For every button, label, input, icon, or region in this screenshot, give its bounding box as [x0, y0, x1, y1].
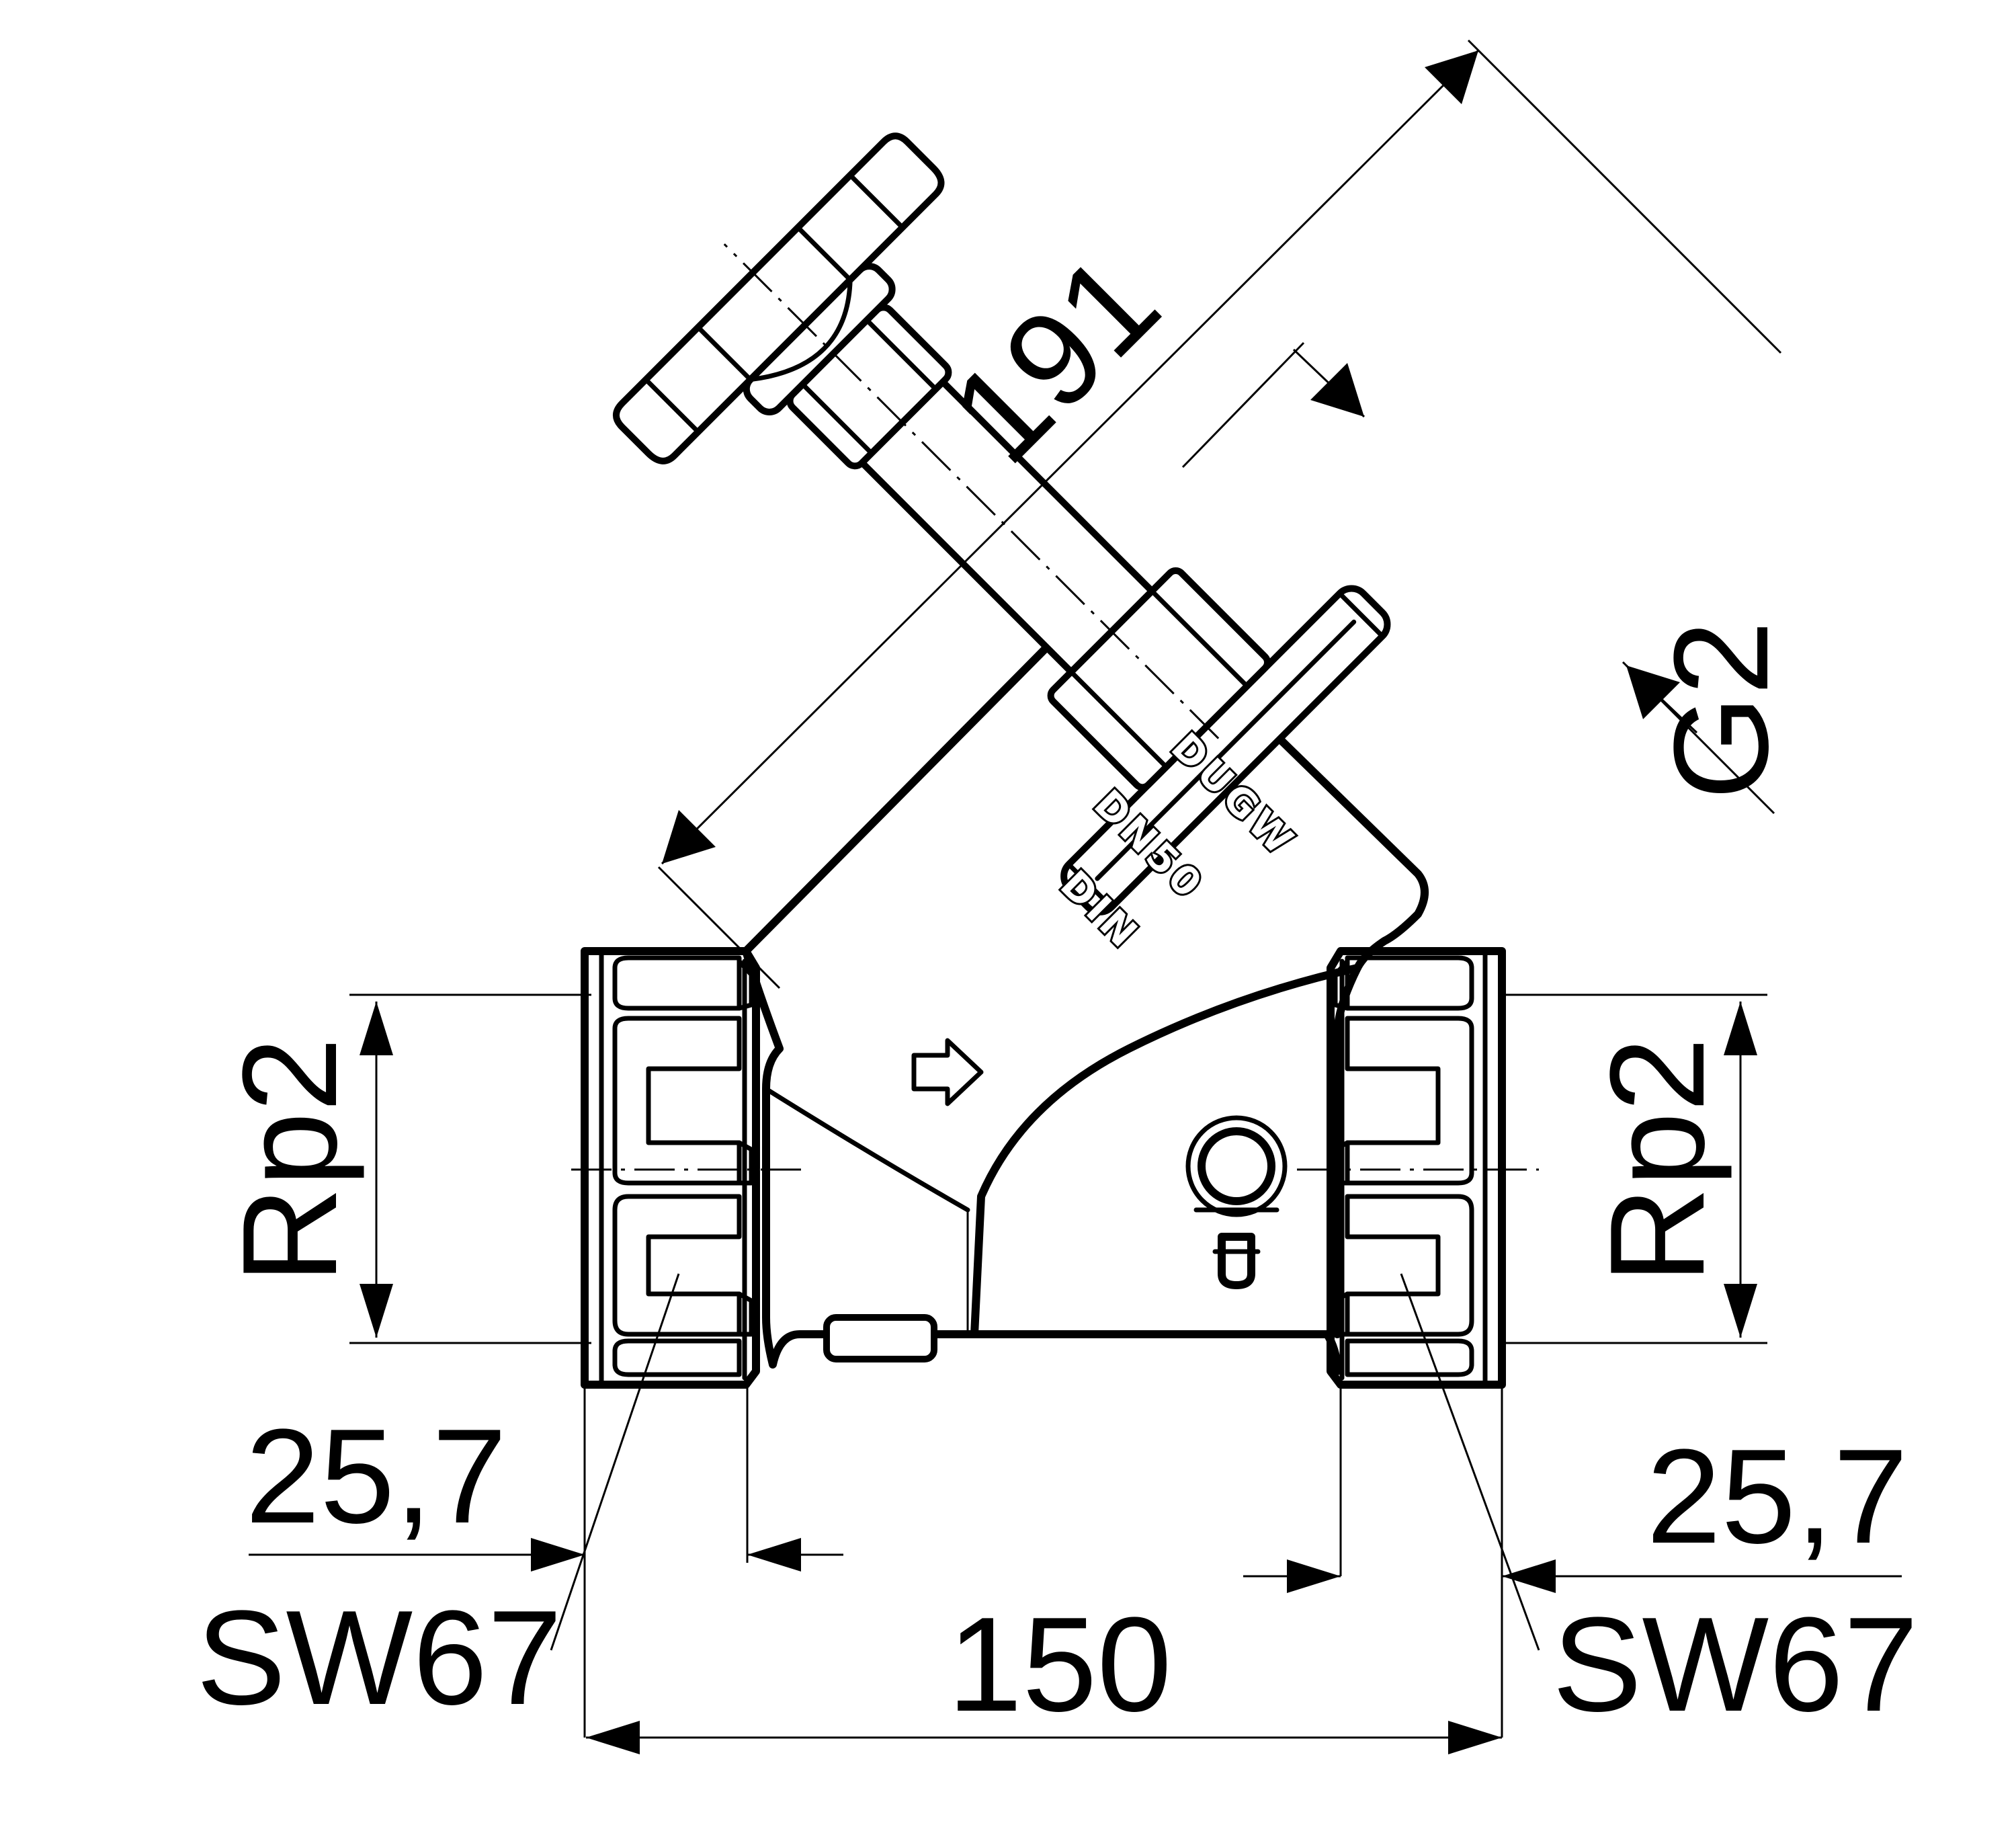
left-wrench-size-label: SW67 [196, 1583, 562, 1733]
test-port [1185, 1115, 1288, 1289]
right-hex-outline [1327, 947, 1506, 1389]
stem-thread-label: G2 [1646, 620, 1796, 800]
dimension-right-thread: Rp2 [1499, 993, 1767, 1344]
body-inner-contour [763, 1086, 970, 1213]
right-wrench-size-label: SW67 [1552, 1590, 1919, 1740]
flow-direction-icon [911, 1038, 984, 1106]
wrench-size-leaders: SW67 SW67 [196, 1273, 1919, 1740]
right-hex-end [1327, 947, 1506, 1389]
dimension-overall-length: 150 [586, 1590, 1502, 1754]
dimension-right-thread-depth: 25,7 [1243, 1388, 1908, 1738]
dimension-left-thread-depth: 25,7 [245, 1388, 843, 1738]
left-thread-depth-label: 25,7 [245, 1401, 507, 1551]
valve-body [742, 592, 1429, 1375]
dimension-stem-thread: G2 [1181, 341, 1796, 815]
right-thread-label: Rp2 [1583, 1037, 1732, 1284]
left-hex-end [581, 947, 760, 1389]
overall-length-label: 150 [948, 1590, 1172, 1740]
dimension-overall-height: 191 [657, 39, 1782, 989]
drain-nub [823, 1314, 937, 1362]
left-thread-label: Rp2 [215, 1037, 365, 1284]
body-outline [742, 592, 1429, 1369]
bonnet-assembly [612, 132, 1391, 915]
body-lower-line [970, 1330, 1341, 1375]
left-hex-outline [581, 947, 760, 1389]
right-thread-depth-label: 25,7 [1646, 1422, 1908, 1572]
stem-centerline [723, 243, 1220, 739]
dimension-left-thread: Rp2 [215, 993, 591, 1344]
